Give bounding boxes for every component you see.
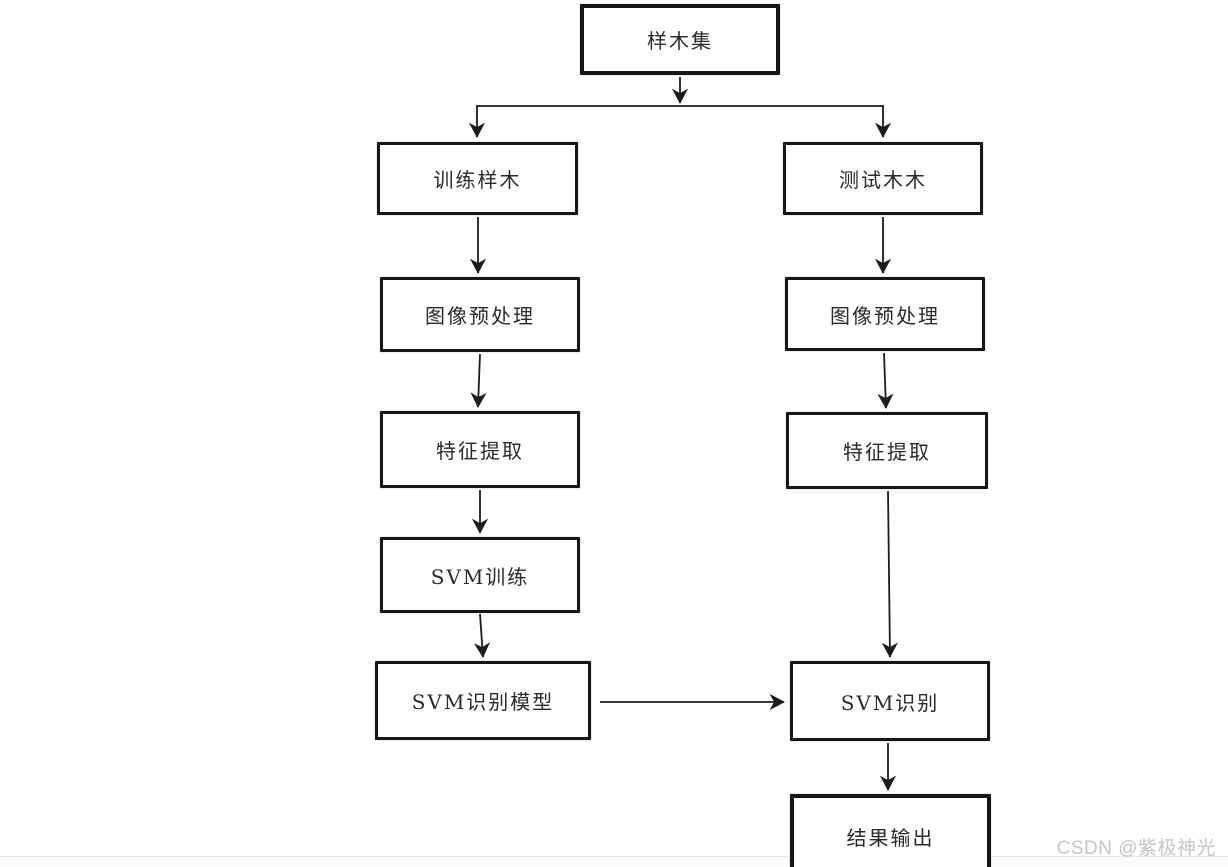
edge-svm-train-to-svm-model (473, 613, 491, 658)
edge-preprocess-test-to-feature-test (877, 352, 894, 409)
node-sample-set: 样木集 (580, 4, 780, 75)
edge-feature-test-to-svm-recognize (881, 490, 898, 658)
node-test-sample: 测试木木 (783, 142, 983, 215)
edge-preprocess-train-to-feature-train (470, 353, 487, 408)
node-svm-recognize: SVM识别 (790, 661, 990, 741)
node-result-output: 结果输出 (790, 794, 991, 867)
node-train-sample: 训练样木 (377, 142, 578, 215)
node-svm-train: SVM训练 (380, 537, 580, 613)
node-svm-model: SVM识别模型 (375, 661, 591, 740)
page-bottom-divider (0, 856, 1228, 867)
node-preprocess-test: 图像预处理 (785, 277, 985, 351)
csdn-watermark: CSDN @紫极神光 (1056, 838, 1216, 859)
node-preprocess-train: 图像预处理 (380, 277, 580, 352)
edge-split-junction-to-train-and-test (468, 105, 892, 138)
node-feature-test: 特征提取 (786, 412, 988, 489)
node-feature-train: 特征提取 (380, 411, 580, 488)
